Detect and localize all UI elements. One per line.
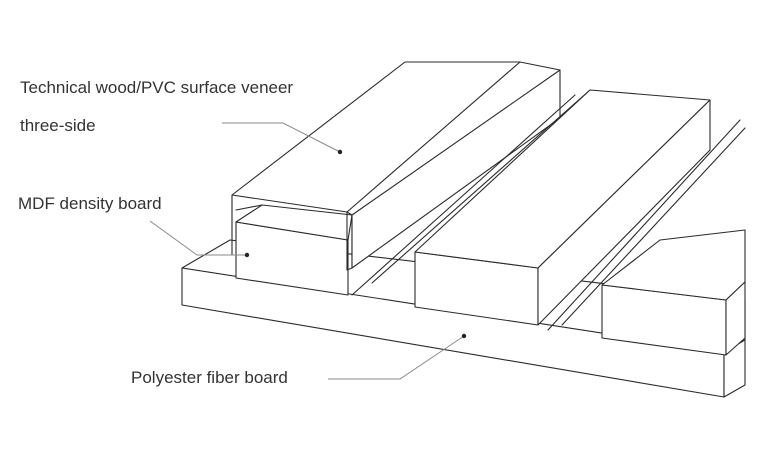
slat-1 [231, 61, 561, 296]
mdf-pointer-dot [244, 252, 250, 258]
polyester-label: Polyester fiber board [131, 368, 288, 387]
groove-1 [351, 89, 591, 296]
leader-polyester [328, 333, 467, 380]
veneer-pointer-dot [337, 149, 343, 155]
leader-mdf [149, 220, 250, 258]
slat-3-side [725, 281, 746, 356]
veneer-label-line-2: three-side [20, 116, 96, 135]
polyester-pointer-dot [461, 333, 467, 339]
slat-3 [601, 229, 746, 356]
slat-2-side [537, 99, 711, 326]
groove-2 [547, 119, 746, 331]
slat-3-top [601, 229, 746, 301]
slat-2 [414, 89, 711, 326]
veneer-label-line-1: Technical wood/PVC surface veneer [20, 78, 294, 97]
leader-veneer [222, 122, 343, 155]
mdf-label: MDF density board [18, 194, 162, 213]
